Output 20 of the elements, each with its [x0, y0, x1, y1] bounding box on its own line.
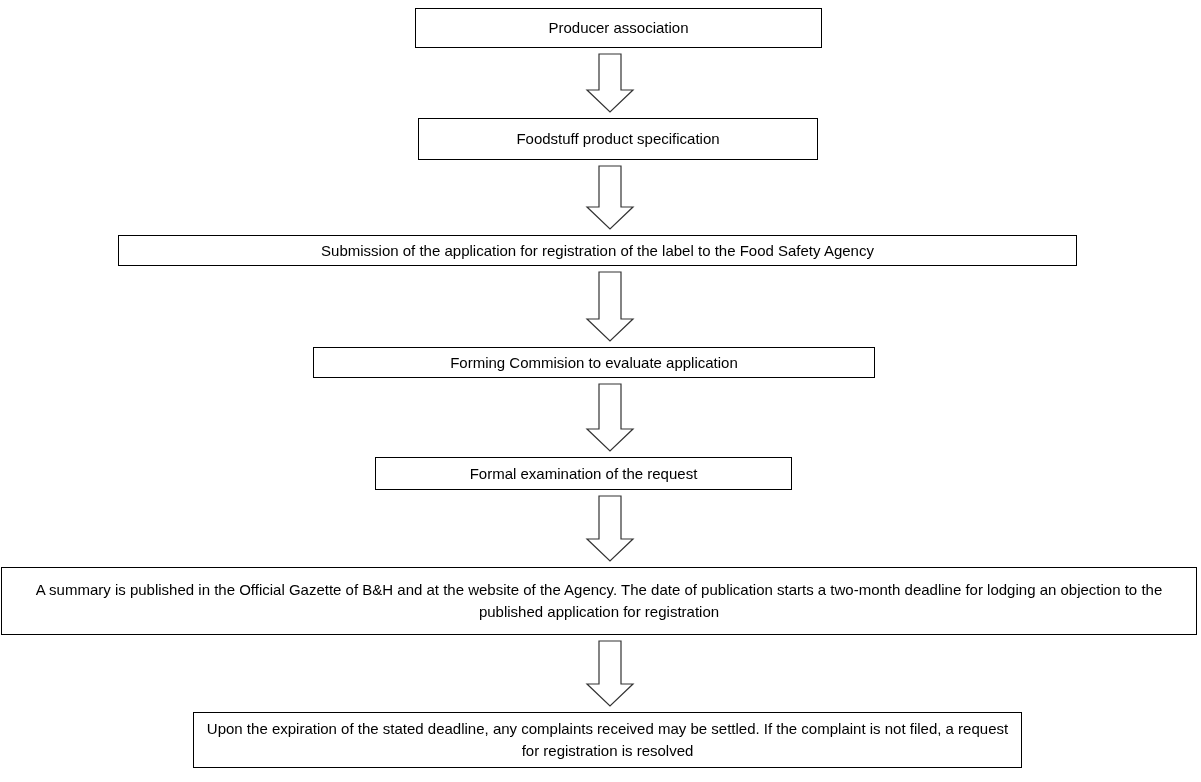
- process-box: [193, 712, 1022, 768]
- block-arrow: [585, 271, 635, 342]
- process-box: [375, 457, 792, 490]
- block-arrow: [585, 640, 635, 707]
- box-text: Upon the expiration of the stated deadline, any complaints received may be settled. If the complaint is not filed, a request for registration is resolved: [205, 719, 1010, 761]
- process-box: [118, 235, 1077, 266]
- process-box: [313, 347, 875, 378]
- box-text: A summary is published in the Official Gazette of B&H and at the website of the Agency. The date of publication starts a two-month deadline for lodging an objection to the published application for registration: [34, 580, 1164, 622]
- box-text: Foodstuff product specification: [516, 129, 720, 149]
- block-arrow: [585, 53, 635, 113]
- box-text: Formal examination of the request: [469, 463, 698, 484]
- box-text: Producer association: [548, 18, 689, 38]
- process-box: [418, 118, 818, 160]
- block-arrow: [585, 165, 635, 230]
- box-text: Forming Commision to evaluate application: [450, 352, 738, 373]
- process-box: [1, 567, 1197, 635]
- box-text: Submission of the application for registration of the label to the Food Safety Agency: [321, 240, 874, 261]
- block-arrow: [585, 495, 635, 562]
- block-arrow: [585, 383, 635, 452]
- process-box: [415, 8, 822, 48]
